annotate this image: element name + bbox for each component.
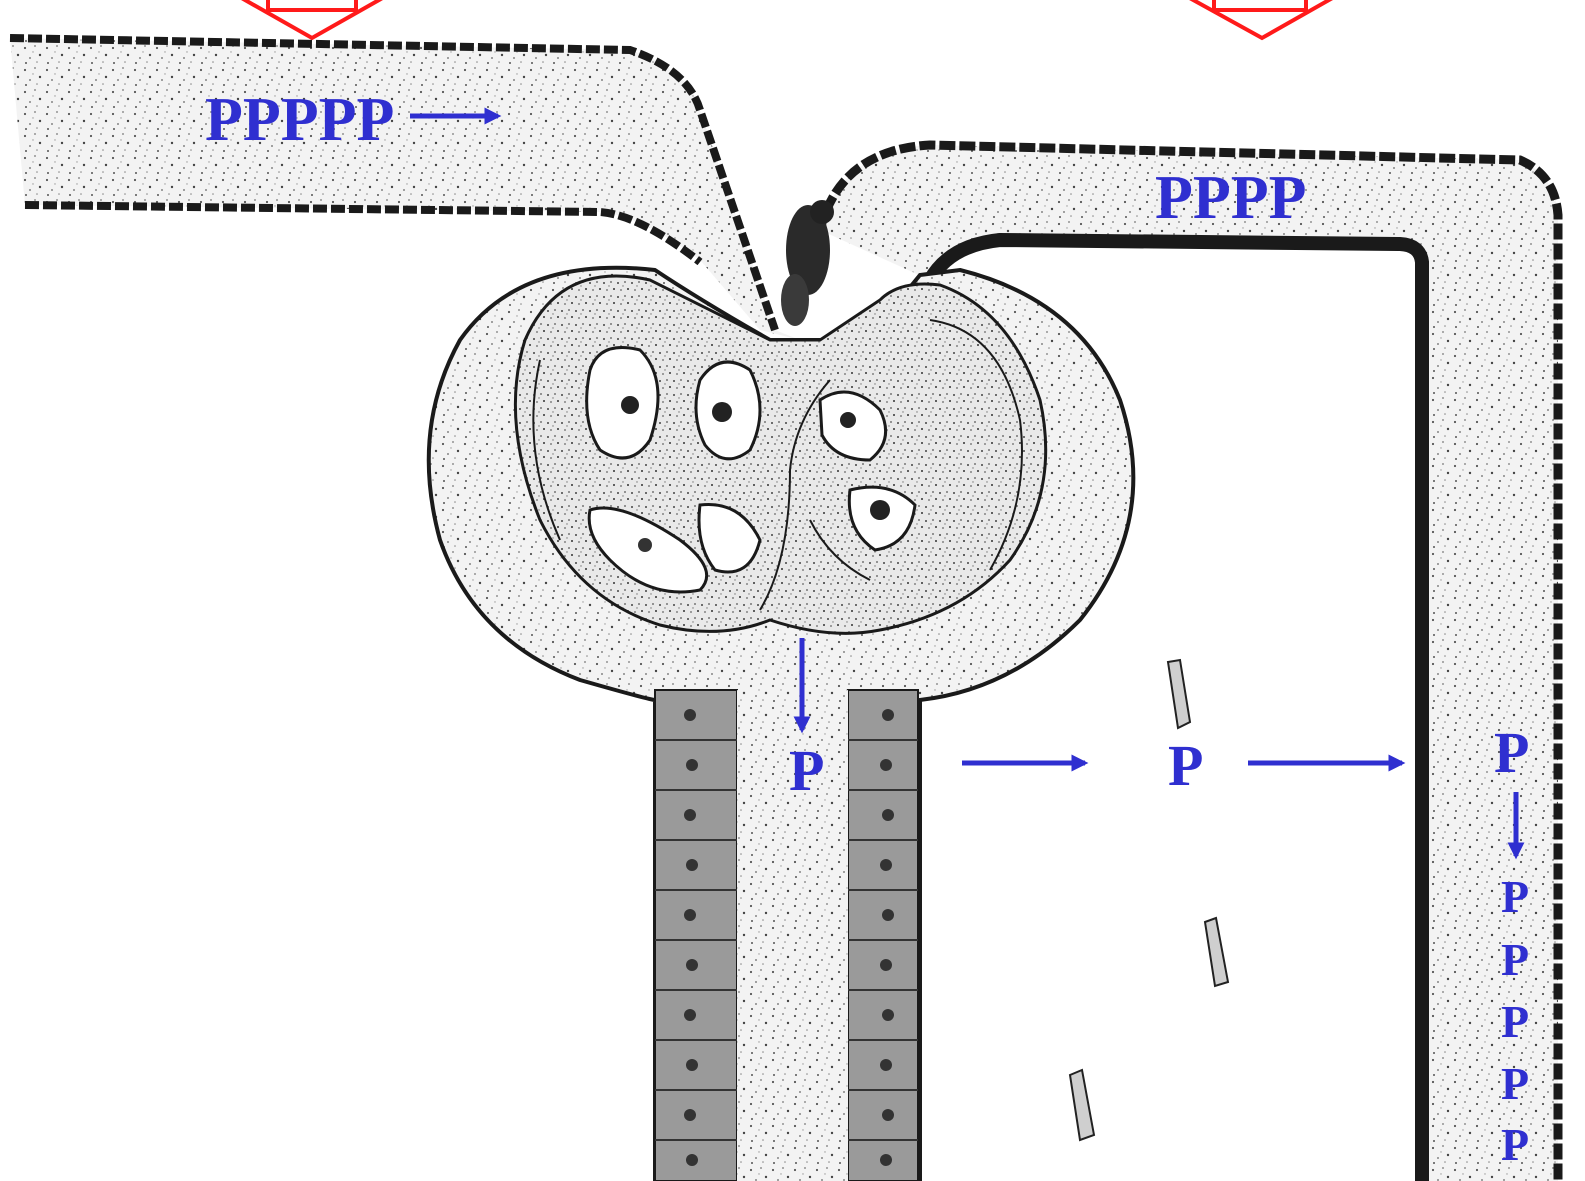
tubule-wall-left <box>655 690 737 1181</box>
interstitial-cell <box>1070 1070 1094 1140</box>
label-capillary-stack-item: P <box>1501 996 1529 1047</box>
interstitial-cell <box>1168 660 1190 728</box>
label-capillary-stack-item: P <box>1501 871 1529 922</box>
label-capillary-stack-item: P <box>1501 1119 1529 1170</box>
label-interstitium: P <box>1168 733 1203 798</box>
capillary-label-stack: P P P P P <box>1501 871 1529 1170</box>
label-efferent: PPPP <box>1155 164 1307 232</box>
tubule-wall-right <box>848 690 918 1181</box>
inflow-arrow-right-icon <box>1186 0 1336 38</box>
vascular-pole <box>781 200 834 326</box>
label-capillary-entry: P <box>1494 720 1529 785</box>
interstitial-cell <box>1205 918 1228 986</box>
label-capillary-stack-item: P <box>1501 1058 1529 1109</box>
label-filtrate: P <box>789 738 824 803</box>
glomerulus <box>515 276 1045 633</box>
label-afferent: PPPPP <box>205 86 394 154</box>
label-capillary-stack-item: P <box>1501 934 1529 985</box>
inflow-arrow-left-icon <box>238 0 386 38</box>
